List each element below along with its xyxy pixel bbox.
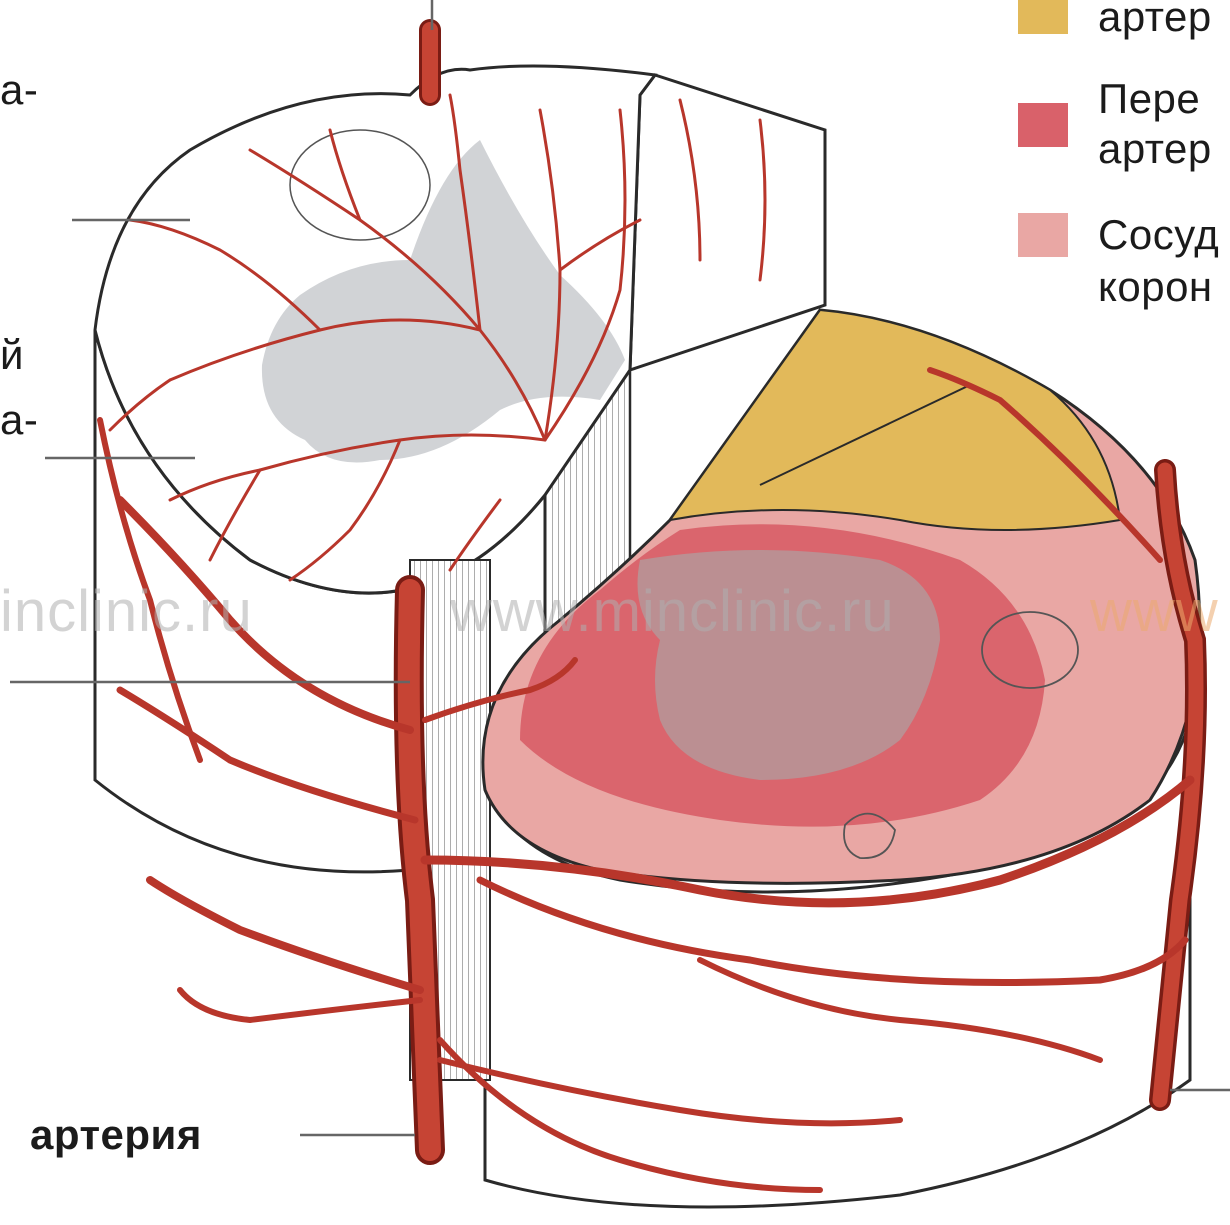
vessel-branch xyxy=(180,990,420,1020)
legend-text-central-line1: Пере xyxy=(1098,74,1200,124)
watermark-right: www xyxy=(1090,578,1219,645)
legend-text-peripheral-line2: корон xyxy=(1098,262,1213,312)
upper-right-face xyxy=(630,75,825,370)
left-label-mid2: а- xyxy=(0,395,38,445)
legend-swatch-anterior xyxy=(1018,0,1068,34)
legend-swatch-peripheral xyxy=(1018,213,1068,257)
left-label-top: а- xyxy=(0,65,38,115)
legend-text-anterior-line1: артер xyxy=(1098,0,1212,42)
vessel-branch xyxy=(150,880,420,990)
legend-swatch-central xyxy=(1018,103,1068,147)
watermark-center: www.minclinic.ru xyxy=(450,578,895,645)
bottom-label-artery: артерия xyxy=(30,1110,202,1160)
watermark-left: inclinic.ru xyxy=(0,578,253,645)
legend-text-central-line2: артер xyxy=(1098,124,1212,174)
legend-text-peripheral-line1: Сосуд xyxy=(1098,210,1219,260)
left-label-mid1: й xyxy=(0,330,24,380)
